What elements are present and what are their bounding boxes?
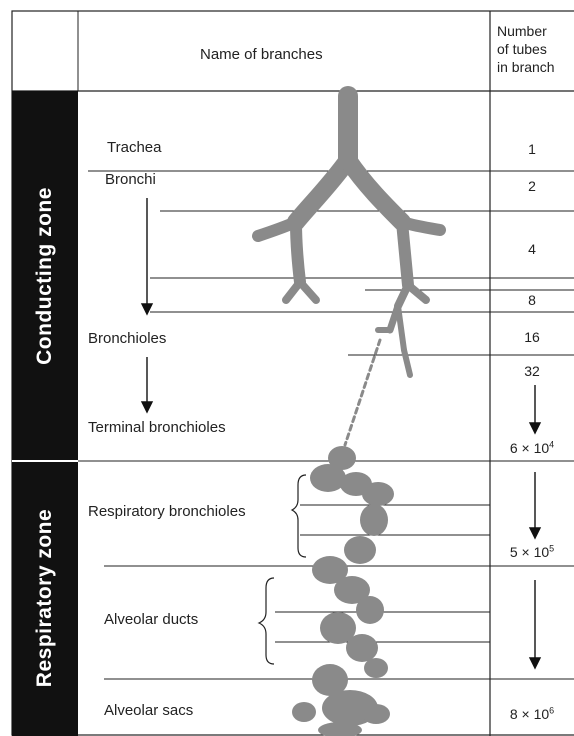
column-header-branches: Name of branches [200,46,323,63]
label-alveolar-sacs: Alveolar sacs [104,702,193,719]
count-terminal-bronchioles: 6 × 104 [490,440,574,456]
label-bronchi: Bronchi [105,171,156,188]
count-arrow [530,385,540,433]
count-exponent: 5 [549,543,554,553]
count-respiratory-bronchioles: 5 × 105 [490,544,574,560]
count-exponent: 6 [549,705,554,715]
bronchioles-arrow [142,357,152,412]
count-exponent: 4 [549,439,554,449]
column-header-tubes: Number of tubes in branch [497,22,555,76]
count-base: 5 × 10 [510,544,549,560]
column-header-tubes-line: in branch [497,58,555,76]
alveolar-clusters-illustration [292,446,394,736]
conducting-zone-label: Conducting zone [33,187,57,365]
count-level-8: 8 [490,292,574,308]
label-trachea: Trachea [107,139,161,156]
count-level-32: 32 [490,363,574,379]
count-level-4: 4 [490,241,574,257]
label-terminal-bronchioles: Terminal bronchioles [88,419,226,436]
count-arrow [530,472,540,538]
label-respiratory-bronchioles: Respiratory bronchioles [88,503,246,520]
count-trachea: 1 [490,141,574,157]
respiratory-zone-label: Respiratory zone [33,509,57,687]
count-bronchi: 2 [490,178,574,194]
respiratory-bronchioles-brace [292,475,306,557]
column-header-tubes-line: Number [497,22,555,40]
alveolar-ducts-brace [259,578,274,664]
count-arrow [530,580,540,668]
column-header-tubes-line: of tubes [497,40,555,58]
count-bronchioles: 16 [490,329,574,345]
bronchi-arrow [142,198,152,314]
label-alveolar-ducts: Alveolar ducts [104,611,198,628]
count-base: 6 × 10 [510,440,549,456]
count-alveolar-sacs: 8 × 106 [490,706,574,722]
count-base: 8 × 10 [510,706,549,722]
label-bronchioles: Bronchioles [88,330,166,347]
airway-tree-illustration [258,96,440,445]
